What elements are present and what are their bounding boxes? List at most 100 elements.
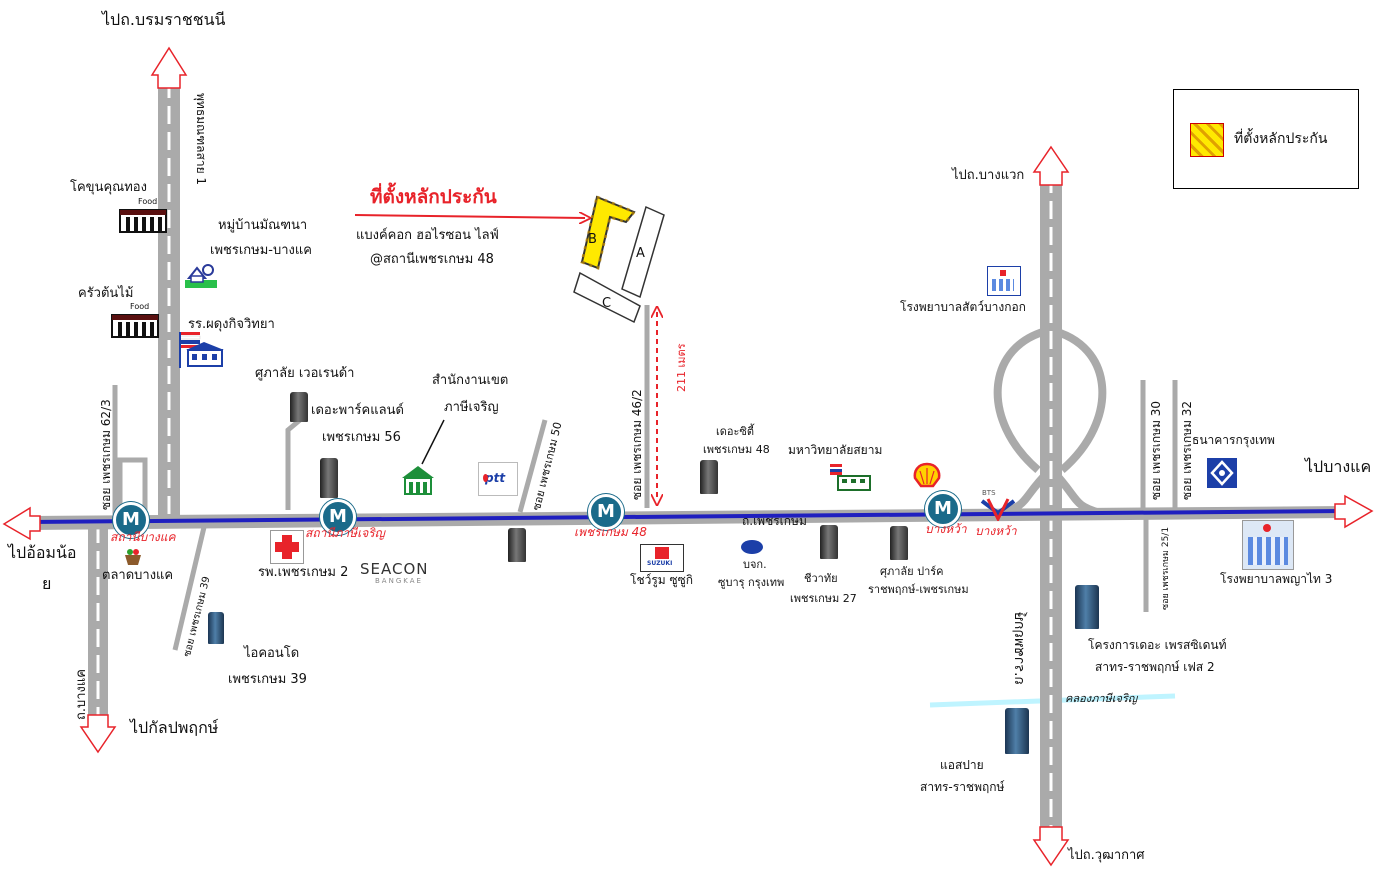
metro-station-icon[interactable]: M	[588, 494, 624, 530]
minor-roads	[112, 305, 1178, 651]
dir-east: ไปบางแค	[1305, 457, 1372, 476]
target-line-1: แบงค์คอก ฮอไรซอน ไลฟ์	[356, 228, 499, 243]
road-soi-32: ซอย เพชรเกษม 32	[1180, 400, 1194, 500]
target-pointer-arrow	[354, 215, 585, 218]
place-hospital-phetkasem-2: รพ.เพชรเกษม 2	[258, 565, 349, 580]
legend-swatch	[1190, 123, 1224, 157]
station-phetkasem-48: เพชรเกษม 48	[574, 525, 647, 539]
place-thecity-1: เดอะซิตี้	[716, 425, 755, 438]
dir-south: ไปกัลปพฤกษ์	[130, 718, 219, 737]
target-title: ที่ตั้งหลักประกัน	[370, 186, 497, 208]
station-phasi-charoen: สถานีภาษีเจริญ	[305, 526, 385, 540]
vertical-main-roads	[88, 75, 1062, 835]
road-ratchaphruek: ถ.ราชพฤกษ์	[1011, 611, 1027, 685]
shell-logo-icon	[912, 462, 942, 488]
suzuki-logo-icon: SUZUKI	[640, 544, 684, 572]
dir-north: ไปถ.บรมราชชนนี	[102, 10, 226, 29]
road-soi-30: ซอย เพชรเกษม 30	[1149, 400, 1163, 500]
district-office-icon	[400, 464, 436, 496]
site-blocks	[573, 194, 665, 324]
place-supalai-park-1: ศุภาลัย ปาร์ค	[880, 565, 944, 578]
place-icondo-1: ไอคอนโด	[244, 646, 300, 661]
canal-label: คลองภาษีเจริญ	[1065, 692, 1138, 705]
market-icon	[123, 547, 143, 567]
dir-wutthakat: ไปถ.วุฒากาศ	[1068, 848, 1145, 863]
place-vet-hospital: โรงพยาบาลสัตว์บางกอก	[900, 300, 1026, 314]
bts-logo-text: BTS	[982, 489, 996, 497]
place-school: รร.ผดุงกิจวิทยา	[188, 317, 275, 332]
condo-building-icon	[1005, 708, 1029, 754]
subaru-logo-icon	[741, 540, 763, 554]
phyathai-hospital-icon	[1242, 520, 1294, 570]
building-icon	[508, 528, 526, 562]
restaurant-icon	[118, 200, 168, 234]
block-c-label: C	[602, 296, 612, 311]
bangkok-bank-logo-icon	[1207, 458, 1237, 488]
metro-station-icon[interactable]: M	[320, 499, 356, 535]
place-thecity-2: เพชรเกษม 48	[703, 443, 770, 456]
place-subaru-2: ซูบารุ กรุงเทพ	[718, 576, 785, 589]
place-president-2: สาทร-ราชพฤกษ์ เฟส 2	[1095, 660, 1215, 674]
place-suzuki: โชว์รูม ซูซูกิ	[630, 573, 694, 587]
place-president-1: โครงการเดอะ เพรสซิเดนท์	[1088, 638, 1227, 652]
seacon-logo-text: SEACON	[360, 560, 429, 578]
place-phyathai: โรงพยาบาลพญาไท 3	[1220, 572, 1333, 586]
place-lumpini-1: แอสปาย	[940, 758, 984, 772]
suzuki-logo-text: SUZUKI	[647, 560, 673, 567]
road-bangkhae: ถ.บางแค	[74, 669, 89, 720]
place-lumpini-2: สาทร-ราชพฤกษ์	[920, 780, 1005, 794]
building-icon	[820, 525, 838, 559]
condo-building-icon	[208, 612, 224, 644]
dir-bangwaek: ไปถ.บางแวก	[952, 168, 1025, 183]
block-c-shape	[573, 271, 641, 324]
building-icon	[320, 458, 338, 498]
phetkasem-road	[29, 506, 1346, 530]
dir-west-1: ไปอ้อมน้อ	[8, 543, 77, 562]
metro-station-icon[interactable]: M	[925, 491, 961, 527]
food-label-1: Food	[138, 197, 158, 206]
road-soi-62-3: ซอย เพชรเกษม 62/3	[99, 399, 113, 510]
place-district-1: สำนักงานเขต	[432, 373, 509, 388]
place-chiwathai-2: เพชรเกษม 27	[790, 592, 857, 605]
vet-hospital-icon	[987, 266, 1021, 296]
food-label-2: Food	[130, 302, 150, 311]
hospital-cross-icon	[270, 530, 304, 564]
place-rod-khun-thong: โคขุนคุณทอง	[70, 180, 147, 195]
ptt-logo-icon: ptt	[478, 462, 518, 496]
block-b-label: B	[588, 232, 597, 247]
station-lak-song: สถานีบางแค	[110, 530, 176, 544]
block-a-shape	[621, 205, 665, 299]
road-phutthamonthon: พุทธมณฑลสาย 1	[194, 93, 208, 186]
village-icon	[183, 258, 219, 292]
restaurant-icon	[110, 305, 160, 339]
place-chiwathai-1: ชีวาทัย	[804, 572, 838, 585]
building-icon	[700, 460, 718, 494]
distance-label: 211 เมตร	[675, 343, 688, 392]
place-subaru-1: บจก.	[743, 558, 767, 571]
legend-label: ที่ตั้งหลักประกัน	[1234, 131, 1328, 147]
bts-logo-icon: BTS	[978, 487, 1018, 523]
school-icon	[178, 330, 226, 370]
station-bts-bang-wa: บางหว้า	[975, 524, 1017, 538]
station-bang-wa: บางหว้า	[925, 522, 967, 536]
place-village-2: เพชรเกษม-บางแค	[210, 243, 312, 258]
metro-station-icon[interactable]: M	[113, 502, 149, 538]
target-line-2: @สถานีเพชรเกษม 48	[370, 252, 494, 267]
place-krua-ton-mai: ครัวต้นไม้	[78, 286, 134, 301]
dir-west-2: ย	[42, 574, 52, 593]
building-icon	[290, 392, 308, 422]
ptt-logo-text: ptt	[485, 471, 506, 485]
block-a-label: A	[636, 246, 645, 261]
seacon-sub-text: BANGKAE	[375, 577, 423, 585]
place-siam-univ: มหาวิทยาลัยสยาม	[788, 443, 883, 457]
place-district-2: ภาษีเจริญ	[444, 400, 499, 415]
legend-box: ที่ตั้งหลักประกัน	[1173, 89, 1359, 189]
place-village-1: หมู่บ้านมัณฑนา	[218, 218, 308, 233]
road-phetkasem: ถ.เพชรเกษม	[742, 514, 807, 528]
place-park-2: เพชรเกษม 56	[322, 430, 401, 445]
condo-building-icon	[1075, 585, 1099, 629]
place-bangkok-bank: ธนาคารกรุงเทพ	[1192, 433, 1275, 447]
place-park-1: เดอะพาร์คแลนด์	[311, 403, 404, 418]
